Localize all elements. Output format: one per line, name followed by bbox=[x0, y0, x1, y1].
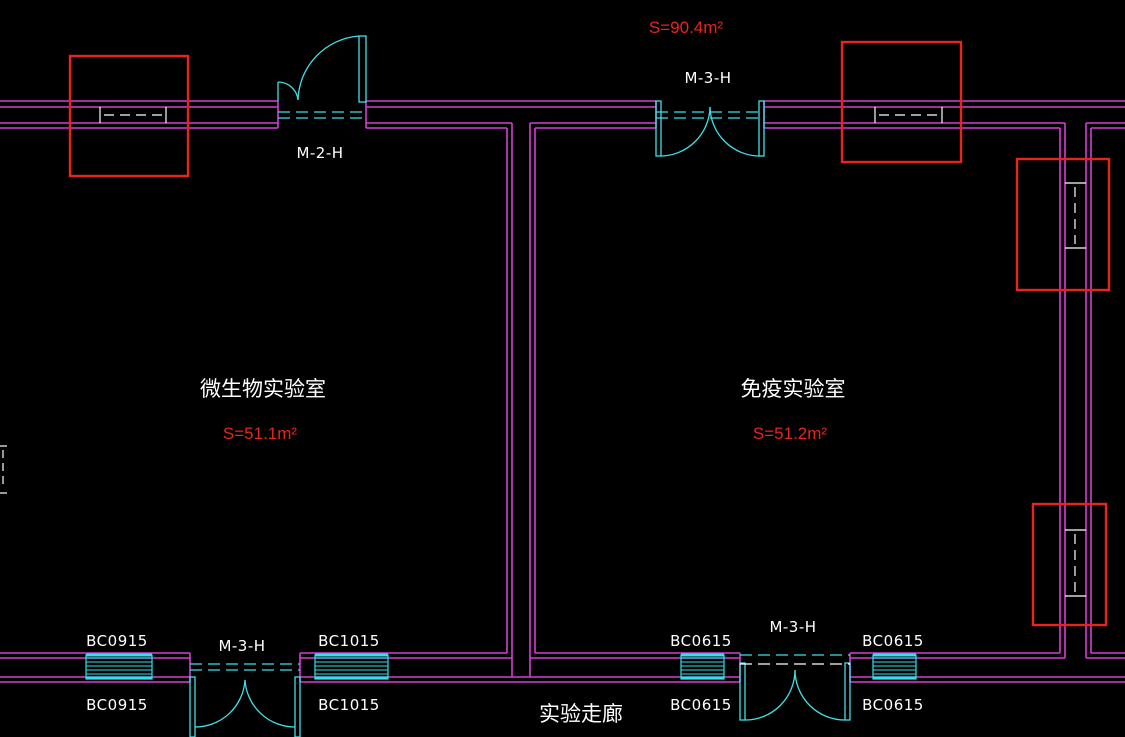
room-name-microbiology: 微生物实验室 bbox=[200, 377, 326, 401]
bay-window-bc0615-a bbox=[680, 653, 725, 680]
door-m-3-h-bottom-right bbox=[739, 654, 851, 721]
highlight-box-right-lower[interactable] bbox=[1031, 502, 1108, 627]
bay-window-bc0615-b bbox=[872, 653, 917, 680]
highlight-box-right-upper[interactable] bbox=[1015, 157, 1111, 292]
door-label-m-2-h: M-2-H bbox=[296, 144, 343, 162]
window-label: BC0915 bbox=[86, 632, 148, 650]
window-label: BC0915 bbox=[86, 696, 148, 714]
highlight-box-top-left[interactable] bbox=[68, 54, 190, 178]
window-label: BC0615 bbox=[670, 632, 732, 650]
window-label: BC1015 bbox=[318, 632, 380, 650]
corridor-label: 实验走廊 bbox=[539, 702, 623, 726]
door-label-m-3-h-bottom-left: M-3-H bbox=[218, 637, 265, 655]
window-symbols bbox=[0, 107, 1086, 597]
walls bbox=[0, 100, 1125, 683]
door-m-2-h-top bbox=[277, 35, 367, 119]
window-label: BC0615 bbox=[670, 696, 732, 714]
total-area-label: S=90.4m² bbox=[649, 18, 724, 37]
window-label: BC0615 bbox=[862, 632, 924, 650]
room-area-microbiology: S=51.1m² bbox=[223, 424, 298, 443]
door-m-3-h-top bbox=[655, 100, 765, 157]
bay-window-bc0915 bbox=[85, 653, 153, 680]
door-label-m-3-h-top: M-3-H bbox=[684, 69, 731, 87]
room-area-immunology: S=51.2m² bbox=[753, 424, 828, 443]
window-label: BC0615 bbox=[862, 696, 924, 714]
highlight-box-top-right[interactable] bbox=[840, 40, 963, 164]
door-m-3-h-bottom-left bbox=[189, 663, 301, 737]
room-name-immunology: 免疫实验室 bbox=[741, 377, 846, 401]
bay-windows bbox=[85, 653, 917, 680]
bay-window-bc1015 bbox=[314, 653, 389, 680]
doors bbox=[189, 35, 851, 737]
highlight-boxes bbox=[68, 40, 1111, 627]
window-label: BC1015 bbox=[318, 696, 380, 714]
door-label-m-3-h-bottom-right: M-3-H bbox=[769, 618, 816, 636]
